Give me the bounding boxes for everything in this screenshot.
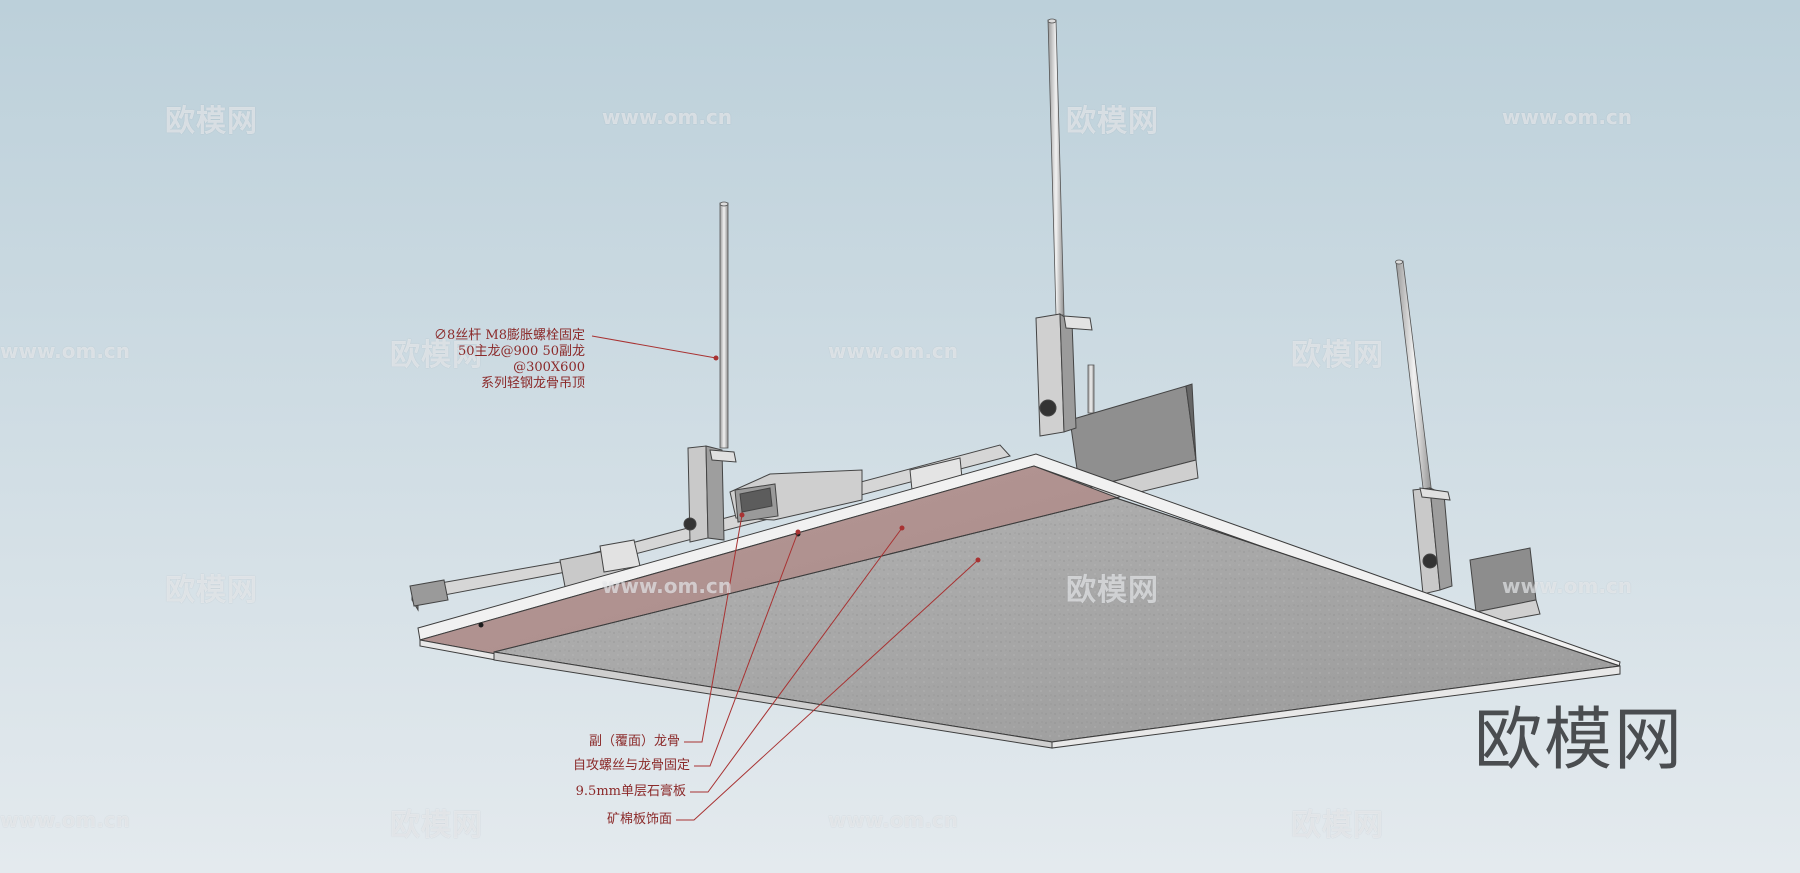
callout-gypsum-board: 9.5mm单层石膏板 [575,784,686,799]
callout-line: 系列轻钢龙骨吊顶 [480,376,585,391]
watermark-brand: 欧模网 [1291,808,1384,843]
callout-mineral-wool-finish: 矿棉板饰面 [606,812,672,827]
watermark-brand: 欧模网 [1066,104,1159,139]
callout-self-tapping-screw: 自攻螺丝与龙骨固定 [572,758,690,773]
watermark-url: www.om.cn [1502,105,1633,129]
watermark-brand: 欧模网 [1066,573,1159,608]
leader-lines [591,335,979,821]
watermark-brand: 欧模网 [390,808,483,843]
callout-line: ∅8丝杆 M8膨胀螺栓固定 [434,328,585,343]
gypsum-board [417,453,1621,673]
watermark-brand: 欧模网 [390,338,483,373]
watermark-url: www.om.cn [1502,574,1633,598]
watermark-brand: 欧模网 [1291,338,1384,373]
callout-furring-channel: 副（覆面）龙骨 [588,734,680,749]
hanger-rods [719,18,1433,497]
watermark-url: www.om.cn [602,105,733,129]
watermark-url: www.om.cn [828,339,959,363]
callout-line: @300X600 [513,360,585,375]
watermark-url: www.om.cn [0,808,131,832]
callout-suspension-system: ∅8丝杆 M8膨胀螺栓固定 50主龙@900 50副龙 @300X600 系列轻… [380,328,585,392]
corner-logo: 欧模网 [1474,701,1685,780]
watermark-url: www.om.cn [0,339,131,363]
watermark-url: www.om.cn [828,808,959,832]
hanger-brackets [683,313,1453,595]
watermark-brand: 欧模网 [165,104,258,139]
watermark-brand: 欧模网 [165,573,258,608]
mineral-board [493,497,1621,749]
watermark-url: www.om.cn [602,574,733,598]
furring-channel [729,469,863,523]
callout-line: 50主龙@900 50副龙 [457,344,585,359]
